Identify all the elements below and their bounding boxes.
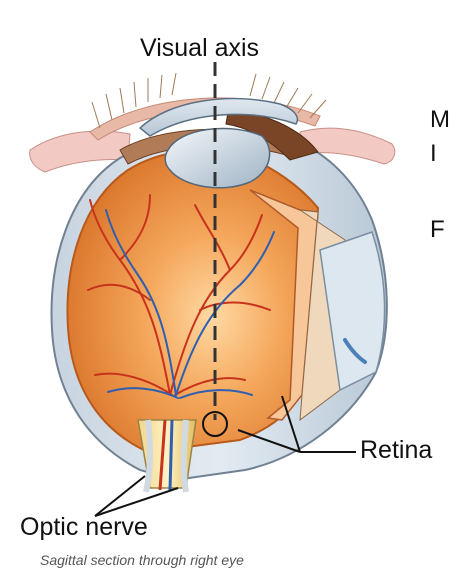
cropped-label-2: I [430, 140, 437, 167]
retina-pointer-lines [237, 395, 356, 453]
optic-nerve-label: Optic nerve [20, 513, 148, 541]
fundus [66, 149, 320, 454]
optic-nerve-pointer-lines [94, 475, 179, 517]
cropped-label-1: M [430, 106, 450, 133]
eyelashes [91, 72, 327, 129]
optic-nerve [137, 419, 197, 493]
fovea-marker [202, 411, 228, 437]
cropped-label-3: F [430, 216, 445, 243]
figure-caption: Sagittal section through right eye [40, 552, 244, 568]
cutaway-layers [249, 189, 386, 422]
cornea [138, 97, 299, 137]
visual-axis-label: Visual axis [140, 34, 260, 62]
retinal-vessels [87, 194, 275, 399]
retina-label: Retina [360, 436, 433, 464]
lens [164, 127, 271, 189]
